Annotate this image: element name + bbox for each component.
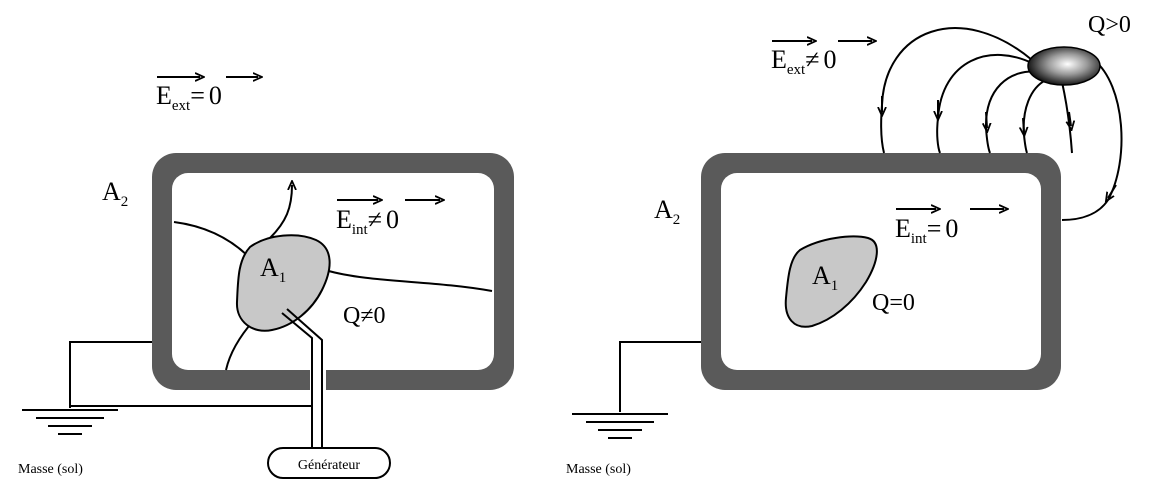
generator-box xyxy=(267,447,391,479)
left-diagram: Générateur Masse (sol) A2 A1 Q≠0 Eext=0 xyxy=(18,77,514,479)
right-charge-label: Q=0 xyxy=(872,290,915,316)
svg-text:Eint≠0: Eint≠0 xyxy=(336,205,399,238)
svg-text:Eext=0: Eext=0 xyxy=(156,81,222,114)
left-charge-label: Q≠0 xyxy=(343,303,386,329)
right-diagram: Masse (sol) Q>0 A2 A1 Q=0 Eext≠0 xyxy=(566,12,1131,477)
right-eint-label: Eint=0 xyxy=(895,209,1004,247)
right-ground-wire xyxy=(619,341,701,412)
right-ground-symbol xyxy=(572,413,668,439)
right-a1-conductor xyxy=(784,235,878,328)
svg-text:Eint=0: Eint=0 xyxy=(895,214,958,247)
generator-label: Générateur xyxy=(298,458,361,473)
right-field-line-5 xyxy=(1061,81,1073,154)
left-a1-label: A1 xyxy=(260,253,286,286)
svg-text:A2: A2 xyxy=(102,177,128,210)
left-field-line-up xyxy=(269,185,292,239)
svg-text:A2: A2 xyxy=(654,195,680,228)
right-ground-label: Masse (sol) xyxy=(566,462,631,477)
external-charge-label: Q>0 xyxy=(1088,12,1131,38)
right-field-line-3 xyxy=(984,70,1041,154)
right-field-line-1 xyxy=(880,27,1033,154)
right-field-arrow-5 xyxy=(1069,111,1071,126)
left-generator-wire-1 xyxy=(281,312,313,450)
left-a2-label: A2 xyxy=(102,177,128,210)
left-ground-label: Masse (sol) xyxy=(18,462,83,477)
left-ground-symbol xyxy=(22,409,118,435)
right-field-line-6 xyxy=(1061,59,1123,221)
left-ground-wire xyxy=(69,341,152,408)
right-a1-label: A1 xyxy=(812,261,838,294)
right-a2-cavity xyxy=(721,173,1041,370)
left-field-line-left xyxy=(173,221,251,259)
left-eext-label: Eext=0 xyxy=(156,77,258,114)
svg-text:A1: A1 xyxy=(812,261,838,294)
right-a2-label: A2 xyxy=(654,195,680,228)
left-eint-label: Eint≠0 xyxy=(336,200,440,238)
svg-text:A1: A1 xyxy=(260,253,286,286)
svg-text:Eext≠0: Eext≠0 xyxy=(771,45,837,78)
right-eext-label: Eext≠0 xyxy=(771,41,872,78)
right-field-arrow-3 xyxy=(986,111,987,128)
left-a1-conductor xyxy=(235,234,331,332)
right-field-arrow-4 xyxy=(1023,117,1024,132)
external-charge-body xyxy=(1027,46,1101,86)
left-field-line-right xyxy=(324,269,493,292)
right-field-arrow-6 xyxy=(1108,184,1117,198)
right-field-line-4 xyxy=(1022,79,1047,154)
right-field-line-2 xyxy=(936,54,1035,154)
left-generator-wire-2 xyxy=(286,308,323,450)
